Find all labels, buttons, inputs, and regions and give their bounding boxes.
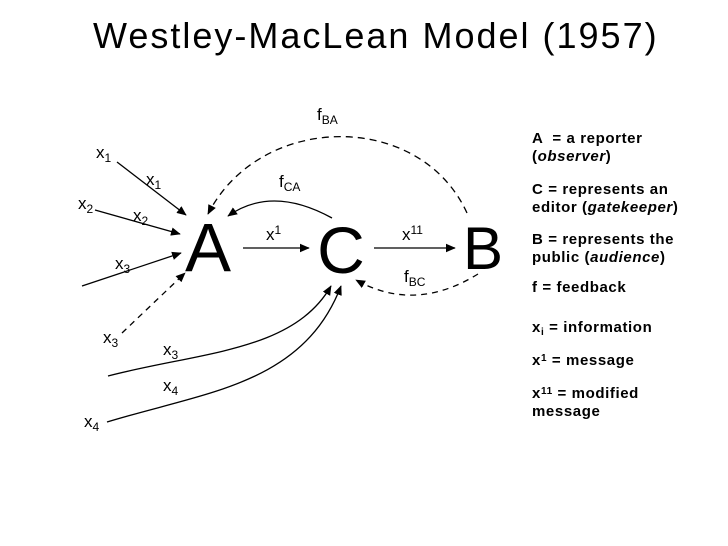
arrow-x3-dashed-to-a — [121, 272, 186, 334]
label-x-modified: x11 — [402, 223, 423, 244]
legend-x11-sup: 11 — [540, 386, 553, 397]
legend-b-italic: audience — [590, 249, 660, 266]
arrow-x2-to-a — [94, 209, 181, 236]
legend-a-italic: observer — [537, 148, 606, 165]
label-x3-dashed: x3 — [103, 328, 119, 350]
legend-xi-rest: = information — [544, 319, 653, 336]
label-f-ca: fCA — [279, 172, 301, 194]
legend-x1-base: x — [532, 352, 541, 369]
label-x2-source: x2 — [78, 194, 94, 216]
legend-xi-base: x — [532, 319, 541, 336]
legend-item-f: f = feedback — [532, 279, 694, 297]
arrow-x1-to-a — [116, 161, 187, 216]
legend-x11-base: x — [532, 385, 541, 402]
legend-c-close: ) — [672, 199, 679, 216]
label-f-bc: fBC — [404, 267, 426, 289]
legend-a-close: ) — [605, 148, 612, 165]
label-x1-source: x1 — [96, 143, 112, 165]
legend-xi-sub: i — [540, 327, 545, 338]
label-x1-mid: x1 — [146, 170, 162, 192]
legend-item-x11: x11 = modified message — [532, 385, 694, 421]
node-b-audience: B — [462, 215, 504, 282]
label-x-message: x1 — [266, 223, 282, 244]
legend-b-text: B = represents the public ( — [532, 231, 679, 266]
legend-c-italic: gatekeeper — [587, 199, 673, 216]
label-x4-curve: x4 — [163, 376, 179, 398]
legend-a-text: A = a reporter ( — [532, 130, 648, 165]
label-x4-source: x4 — [84, 412, 100, 434]
arrow-x3-curve-to-c — [107, 285, 332, 377]
legend-c-text: C = represents an editor ( — [532, 181, 674, 216]
arrow-x4-curve-to-c — [106, 285, 342, 423]
label-x3-curve: x3 — [163, 340, 179, 362]
arrow-fba-b-to-a — [207, 135, 468, 215]
slide-title: Westley-MacLean Model (1957) — [93, 15, 659, 56]
legend-item-a: A = a reporter (observer) — [532, 130, 694, 166]
label-x2-mid: x2 — [133, 206, 149, 228]
legend-b-close: ) — [659, 249, 666, 266]
node-a-reporter: A — [184, 209, 232, 287]
label-x3-mid: x3 — [115, 254, 131, 276]
arrow-fbc-b-to-c — [355, 273, 479, 296]
legend-x1-sup: 1 — [540, 353, 548, 364]
legend-item-c: C = represents an editor (gatekeeper) — [532, 181, 694, 217]
legend-item-b: B = represents the public (audience) — [532, 231, 694, 267]
legend: A = a reporter (observer) C = represents… — [532, 0, 694, 546]
legend-f-text: f = feedback — [532, 279, 627, 296]
arrow-fca-c-to-a — [227, 200, 333, 219]
legend-item-xi: xi = information — [532, 319, 694, 338]
legend-item-x1: x1 = message — [532, 352, 694, 370]
arrow-x3-to-a — [81, 251, 182, 287]
legend-x1-rest: = message — [547, 352, 635, 369]
label-f-ba: fBA — [317, 105, 338, 127]
node-c-gatekeeper: C — [317, 213, 365, 287]
legend-x11-rest: = modified message — [532, 385, 644, 420]
